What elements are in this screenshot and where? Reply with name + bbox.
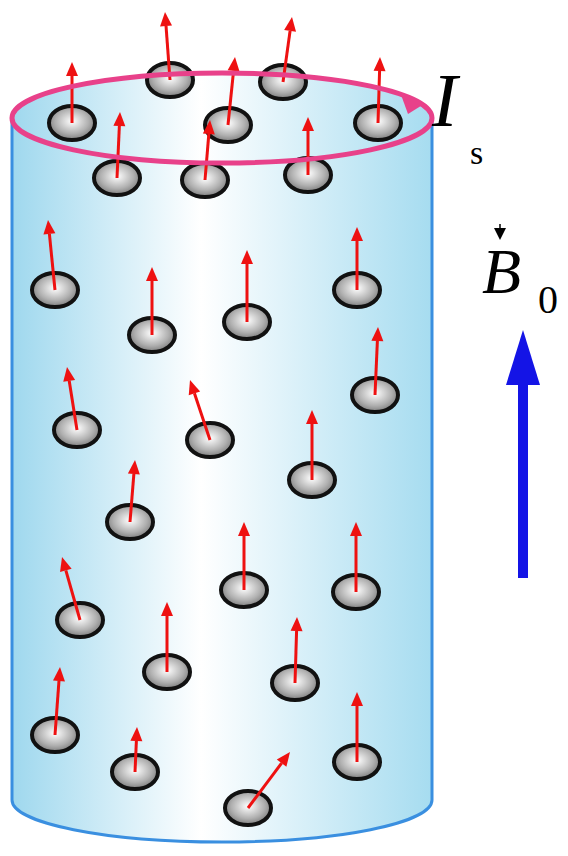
- current-symbol: I: [432, 62, 457, 138]
- moment-arrow: [49, 234, 55, 290]
- moment-arrow: [307, 131, 310, 175]
- moment-arrow: [311, 424, 314, 480]
- moment-arrowhead: [66, 62, 78, 76]
- magnetic-moments: [32, 12, 401, 825]
- moment-arrowhead: [284, 17, 296, 32]
- moment-arrowhead: [351, 692, 363, 706]
- moment-arrowhead: [306, 410, 318, 424]
- moment-arrow: [69, 381, 77, 430]
- moment-arrowhead: [350, 522, 362, 536]
- moment-arrowhead: [291, 617, 303, 631]
- moment-arrow: [66, 570, 80, 620]
- moment-arrow: [55, 681, 59, 735]
- moment-arrow: [130, 474, 134, 522]
- field-arrow-head: [506, 330, 540, 385]
- field-subscript: 0: [538, 280, 558, 320]
- moment-arrowhead: [277, 752, 290, 767]
- moment-arrow: [151, 281, 154, 335]
- moment-arrowhead: [241, 250, 253, 264]
- field-symbol: B: [482, 240, 521, 304]
- moment-arrowhead: [371, 327, 383, 341]
- moment-arrow: [205, 134, 209, 180]
- moment-arrowhead: [351, 227, 363, 241]
- moment-arrowhead: [130, 727, 142, 741]
- moment-arrow: [71, 76, 74, 123]
- current-subscript: s: [470, 136, 483, 170]
- moment-arrow: [355, 536, 358, 592]
- moment-arrowhead: [238, 522, 250, 536]
- current-arrowhead: [400, 92, 424, 114]
- moment-arrowhead: [60, 557, 72, 572]
- moment-arrowhead: [161, 602, 173, 616]
- moment-arrow: [166, 616, 169, 672]
- moment-arrowhead: [160, 12, 172, 26]
- moment-arrowhead: [302, 117, 314, 131]
- moment-arrowhead: [43, 220, 55, 235]
- cylinder-top: [12, 73, 432, 163]
- moment-arrow: [295, 631, 297, 683]
- moment-arrowhead: [53, 667, 65, 681]
- moment-arrow: [117, 126, 119, 178]
- moment-arrowhead: [189, 380, 200, 395]
- moment-arrow: [378, 71, 380, 123]
- moment-arrow: [194, 393, 210, 440]
- moment-arrowhead: [146, 267, 158, 281]
- moment-arrow: [356, 241, 359, 290]
- moment-arrowhead: [128, 460, 140, 474]
- moment-arrow: [356, 706, 359, 762]
- moment-arrowhead: [203, 120, 215, 134]
- moment-arrowhead: [374, 57, 386, 71]
- moment-arrowhead: [113, 112, 125, 126]
- moment-arrow: [248, 763, 282, 808]
- cylinder-body: [12, 118, 432, 842]
- vector-mark-stem: [499, 224, 501, 230]
- moment-arrow: [135, 741, 136, 772]
- moment-arrow: [243, 536, 246, 590]
- moment-arrow: [246, 264, 249, 322]
- surface-current-loop: [12, 73, 432, 163]
- moment-arrowhead: [63, 367, 75, 382]
- moment-arrow: [375, 341, 377, 395]
- moment-arrowhead: [228, 57, 240, 72]
- field-arrow-shaft: [518, 380, 528, 578]
- moment-arrow: [228, 71, 234, 125]
